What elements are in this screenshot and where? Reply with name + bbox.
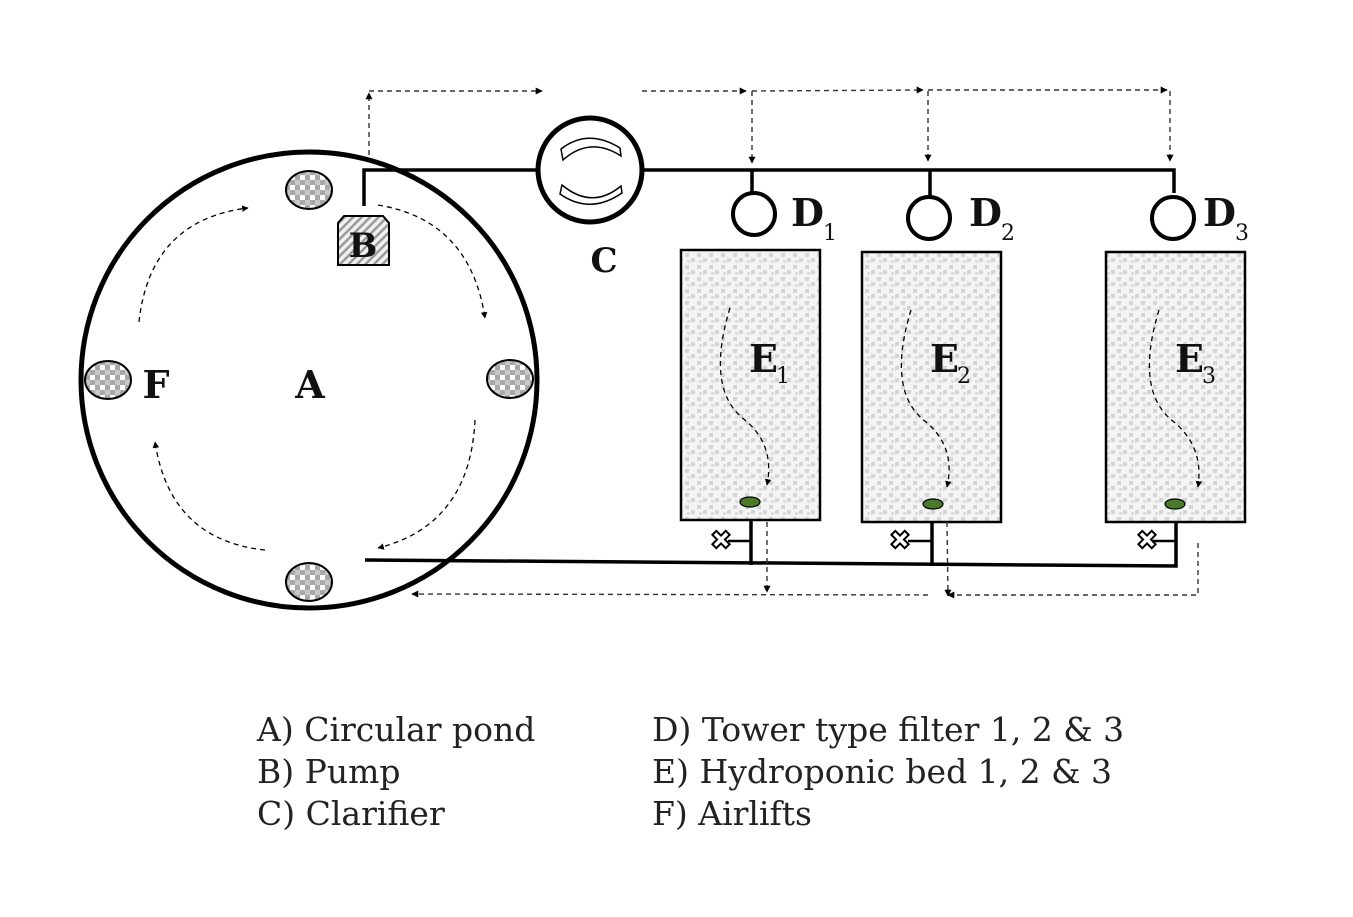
valve-3: ✖: [1135, 525, 1159, 557]
bed-3-letter: E: [1175, 336, 1204, 381]
return-pipe: [364, 520, 1178, 568]
flow-arrow-top-left: [138, 205, 249, 323]
filter-3-subscript: 3: [1235, 221, 1249, 246]
rotate-arrow-top: [560, 137, 622, 162]
legend-item-pump: B) Pump: [257, 752, 401, 791]
bed-1-subscript: 1: [776, 364, 790, 389]
bed-2-drain: [922, 498, 944, 510]
rotate-arrow-bottom: [559, 183, 623, 205]
pump: B: [337, 215, 390, 266]
clarifier-label: C: [590, 241, 617, 281]
pond-label: A: [294, 362, 325, 407]
airlift-right: [486, 359, 534, 399]
hydroponic-bed-3: E 3: [1104, 250, 1247, 524]
legend-item-clarifier: C) Clarifier: [257, 794, 445, 833]
bed-1-flow-arrow: [719, 307, 772, 486]
tower-filter-2: D 2: [906, 190, 1015, 246]
bed-2-flow-arrow: [900, 309, 952, 488]
bed-2-letter: E: [930, 336, 959, 381]
airlift-label: F: [143, 362, 170, 407]
return-flow-lines: [411, 521, 1199, 599]
flow-arrow-bottom-left: [152, 441, 266, 551]
bed-1-drain: [739, 496, 761, 508]
filter-3-letter: D: [1203, 190, 1236, 235]
pump-label: B: [349, 226, 378, 266]
valve-1: ✖: [709, 525, 733, 557]
flow-arrow-bottom-right: [377, 419, 476, 550]
airlift-top: [285, 170, 333, 210]
bed-1-letter: E: [749, 336, 778, 381]
hydroponic-bed-1: E 1: [679, 248, 822, 522]
clarifier: C: [535, 115, 645, 281]
bed-3-flow-arrow: [1148, 309, 1203, 488]
bed-2-subscript: 2: [957, 364, 971, 389]
bed-3-drain: [1164, 498, 1186, 510]
filter-1-letter: D: [791, 190, 824, 235]
valve-1-icon: ✖: [710, 526, 732, 556]
filter-2-letter: D: [969, 190, 1002, 235]
legend-left-column: A) Circular pond B) Pump C) Clarifier: [257, 709, 535, 835]
filter-2-subscript: 2: [1001, 221, 1015, 246]
legend-item-airlifts: F) Airlifts: [652, 794, 812, 833]
pond-flow-arrows: [138, 204, 488, 551]
hydroponic-bed-2: E 2: [860, 250, 1003, 524]
valve-2-icon: ✖: [889, 526, 911, 556]
airlift-bottom: [285, 562, 333, 602]
circular-pond: [78, 149, 540, 611]
valve-3-icon: ✖: [1136, 526, 1158, 556]
valve-2: ✖: [888, 525, 912, 557]
bed-3-subscript: 3: [1202, 364, 1216, 389]
flow-arrow-top-right: [377, 204, 488, 319]
air-flow-lines: [365, 86, 1174, 164]
airlift-left: [84, 360, 132, 400]
legend-right-column: D) Tower type filter 1, 2 & 3 E) Hydropo…: [652, 709, 1124, 835]
legend-item-pond: A) Circular pond: [257, 710, 536, 749]
legend-item-hydroponic-bed: E) Hydroponic bed 1, 2 & 3: [652, 752, 1113, 791]
supply-pipe: [362, 168, 1176, 206]
legend-item-tower-filter: D) Tower type filter 1, 2 & 3: [652, 710, 1125, 749]
filter-1-subscript: 1: [823, 221, 837, 246]
tower-filter-1: D 1: [731, 190, 837, 246]
tower-filter-3: D 3: [1150, 190, 1249, 246]
